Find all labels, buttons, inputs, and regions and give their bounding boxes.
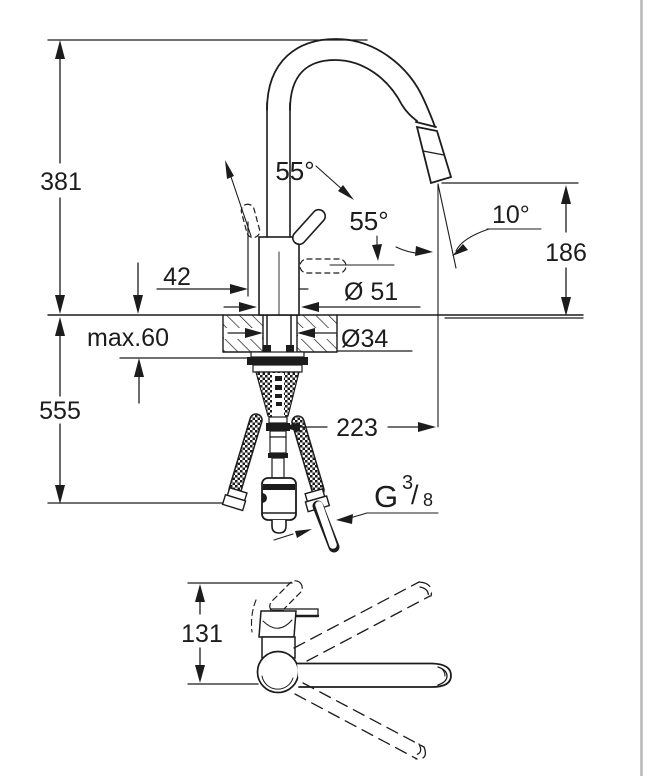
- dim-555: [47, 317, 244, 504]
- label-spray-tilt-angle: 10°: [492, 201, 530, 229]
- thread-callout: [273, 512, 439, 541]
- label-length-below-deck: 555: [39, 397, 81, 425]
- handle-lever-solid: [291, 208, 327, 246]
- dim-131: [187, 582, 293, 685]
- spout-arc: [266, 38, 437, 128]
- supply-hose-left: [221, 413, 263, 512]
- hose-weight: [261, 477, 297, 534]
- label-clearance-height: 186: [545, 239, 587, 267]
- top-spout-dashed-up: [293, 581, 433, 662]
- label-hole-diameter: Ø34: [341, 325, 388, 353]
- top-view: 131: [181, 580, 452, 760]
- dim-186: [441, 182, 584, 319]
- top-spout-solid: [256, 650, 452, 694]
- dim-55-lower: [329, 235, 395, 266]
- label-body-diameter: Ø 51: [344, 278, 398, 306]
- dim-10deg: [395, 183, 542, 428]
- label-thread-slash: /: [411, 480, 419, 510]
- top-spout-dashed-down: [294, 682, 427, 760]
- spray-head: [415, 125, 453, 185]
- label-spout-reach: 223: [336, 414, 378, 442]
- hose-skirt: [255, 371, 300, 419]
- label-handle-swing-lower: 55°: [349, 206, 388, 236]
- top-body: [258, 608, 320, 659]
- dim-max60: [119, 262, 248, 404]
- label-deck-thickness: max.60: [87, 324, 169, 352]
- handle-lever-dashed-horizontal: [299, 258, 347, 274]
- label-handle-swing-upper: 55°: [275, 156, 314, 186]
- dim-55-upper: [225, 160, 354, 237]
- label-height-above-deck: 381: [40, 168, 82, 196]
- label-thread-denominator: 8: [423, 490, 433, 510]
- dim-o34: [227, 328, 413, 352]
- hose-connector: [266, 416, 290, 479]
- label-handle-projection: 42: [163, 263, 191, 291]
- handle-lever-dashed-up: [240, 203, 261, 239]
- top-handle-dashed: [250, 580, 303, 633]
- mounting-hardware: [247, 351, 308, 373]
- dim-o51: [223, 302, 421, 312]
- dim-381: [47, 39, 368, 314]
- label-thread-g: G: [374, 479, 398, 514]
- label-front-depth: 131: [181, 620, 223, 648]
- front-view: 381 555 max.60: [39, 38, 587, 553]
- dim-223: [282, 422, 436, 432]
- label-thread-numerator: 3: [402, 472, 413, 494]
- faucet-body: [258, 102, 300, 352]
- supply-hose-right: [291, 415, 340, 553]
